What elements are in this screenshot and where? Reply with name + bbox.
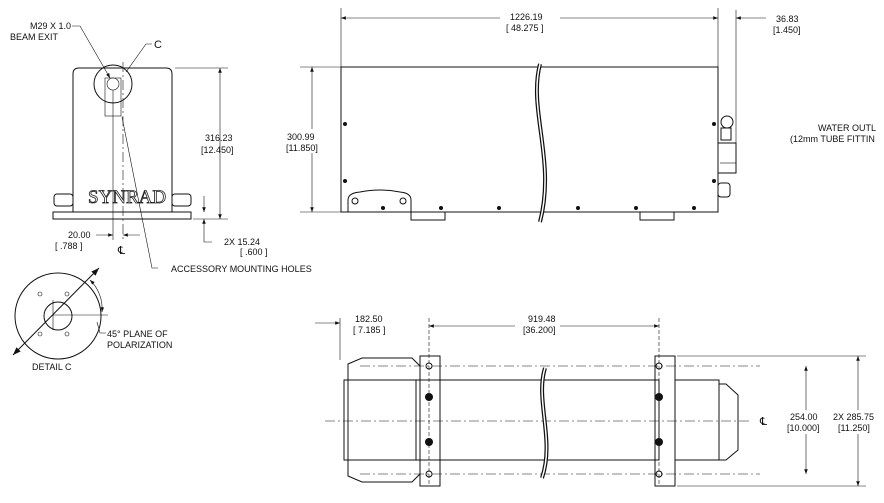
thread-label: M29 X 1.0 bbox=[30, 21, 71, 31]
beam-exit-port bbox=[106, 77, 120, 91]
screw bbox=[343, 179, 347, 183]
mount-ear-right bbox=[171, 193, 192, 207]
base-plate bbox=[52, 211, 192, 220]
side-height-in: [11.850] bbox=[286, 143, 318, 153]
accessory-leader bbox=[121, 116, 158, 269]
handle-bolt bbox=[399, 197, 407, 205]
screw bbox=[497, 206, 501, 210]
tube-body bbox=[415, 379, 660, 461]
base-mm: 2X 15.24 bbox=[224, 237, 260, 247]
height-in: [12.450] bbox=[201, 145, 234, 155]
synrad-logo: SYNRAD bbox=[88, 187, 166, 208]
mount-ear-left bbox=[53, 193, 74, 207]
screw bbox=[381, 206, 385, 210]
side-view: 1226.19 [ 48.275 ] 36.83 [1.450] 300.99 … bbox=[286, 8, 876, 223]
height-mm: 316.23 bbox=[205, 133, 233, 143]
screw bbox=[576, 206, 580, 210]
bolt bbox=[655, 393, 663, 401]
mount-in: [36.200] bbox=[523, 325, 556, 335]
accessory-label: ACCESSORY MOUNTING HOLES bbox=[171, 264, 312, 274]
screw bbox=[634, 206, 638, 210]
centerline-symbol: ℄ bbox=[759, 416, 767, 428]
water-outlet-label: WATER OUTL bbox=[818, 123, 876, 133]
hole bbox=[64, 331, 70, 337]
front-view: SYNRAD M29 X 1.0 BEAM EXIT C 316.23 [12.… bbox=[10, 21, 312, 274]
detail-callout: C bbox=[154, 39, 162, 51]
water-block bbox=[717, 142, 737, 174]
water-fitting-body bbox=[720, 127, 732, 141]
base-in: [ .600 ] bbox=[240, 247, 268, 257]
screw bbox=[343, 122, 347, 126]
dim-text-mask bbox=[500, 10, 560, 34]
top-view: 182.50 [ 7.185 ] 919.48 [36.200] ℄ 254.0… bbox=[315, 314, 874, 487]
detail-c-title: DETAIL C bbox=[32, 362, 72, 372]
foot bbox=[410, 211, 446, 221]
mount-bracket-right bbox=[654, 355, 676, 487]
dim-text-mask bbox=[786, 410, 866, 434]
hole bbox=[64, 291, 70, 297]
bolt bbox=[655, 438, 663, 446]
polarization-label-1: 45° PLANE OF bbox=[107, 329, 168, 339]
length-mm: 1226.19 bbox=[510, 12, 543, 22]
rear-ear bbox=[717, 182, 731, 198]
overall-mm: 2X 285.75 bbox=[833, 412, 874, 422]
mount-bracket-left bbox=[419, 355, 441, 487]
water-fitting bbox=[720, 115, 734, 129]
beam-exit-label: BEAM EXIT bbox=[10, 32, 59, 42]
width-in: [10.000] bbox=[787, 423, 820, 433]
end-in: [ 7.185 ] bbox=[353, 325, 386, 335]
foot bbox=[639, 211, 675, 221]
flange-circle bbox=[14, 272, 102, 360]
rear-section bbox=[674, 379, 720, 461]
detail-c: 45° PLANE OF POLARIZATION DETAIL C bbox=[12, 267, 172, 372]
screw bbox=[712, 179, 716, 183]
bolt bbox=[425, 393, 433, 401]
angle-arc bbox=[89, 279, 105, 313]
base-leader bbox=[203, 236, 212, 243]
water-outlet-fitting-label: (12mm TUBE FITTIN bbox=[790, 134, 875, 144]
side-height-mm: 300.99 bbox=[287, 132, 315, 142]
break-line-inner bbox=[541, 367, 548, 479]
end-mm: 182.50 bbox=[355, 314, 383, 324]
width-mm: 254.00 bbox=[790, 412, 818, 422]
fitting-in: [1.450] bbox=[773, 25, 801, 35]
end-handle bbox=[347, 357, 421, 483]
screw bbox=[692, 206, 696, 210]
offset-in: [ .788 ] bbox=[55, 241, 83, 251]
polarization-label-2: POLARIZATION bbox=[107, 340, 172, 350]
dim-text-mask bbox=[515, 314, 560, 338]
break-line-inner bbox=[536, 63, 546, 223]
dim-text-mask bbox=[286, 129, 334, 153]
rear-fitting bbox=[719, 383, 739, 461]
polarization-leader bbox=[96, 321, 106, 334]
side-body bbox=[340, 66, 719, 213]
bolt bbox=[425, 438, 433, 446]
end-plate bbox=[343, 379, 417, 461]
polarization-arrow bbox=[12, 267, 100, 356]
aperture-circle bbox=[43, 301, 73, 331]
hole bbox=[37, 291, 43, 297]
mount-mm: 919.48 bbox=[528, 314, 556, 324]
hole bbox=[37, 331, 43, 337]
screw bbox=[439, 206, 443, 210]
overall-in: [11.250] bbox=[838, 423, 870, 433]
handle-bolt bbox=[351, 197, 359, 205]
detail-c-leader bbox=[125, 43, 152, 73]
fitting-mm: 36.83 bbox=[776, 14, 799, 24]
side-handle bbox=[347, 189, 412, 212]
centerline-symbol: ℄ bbox=[117, 245, 125, 257]
screw bbox=[712, 122, 716, 126]
beam-exit-leader bbox=[72, 25, 111, 79]
offset-mm: 20.00 bbox=[68, 230, 91, 240]
length-in: [ 48.275 ] bbox=[506, 23, 544, 33]
